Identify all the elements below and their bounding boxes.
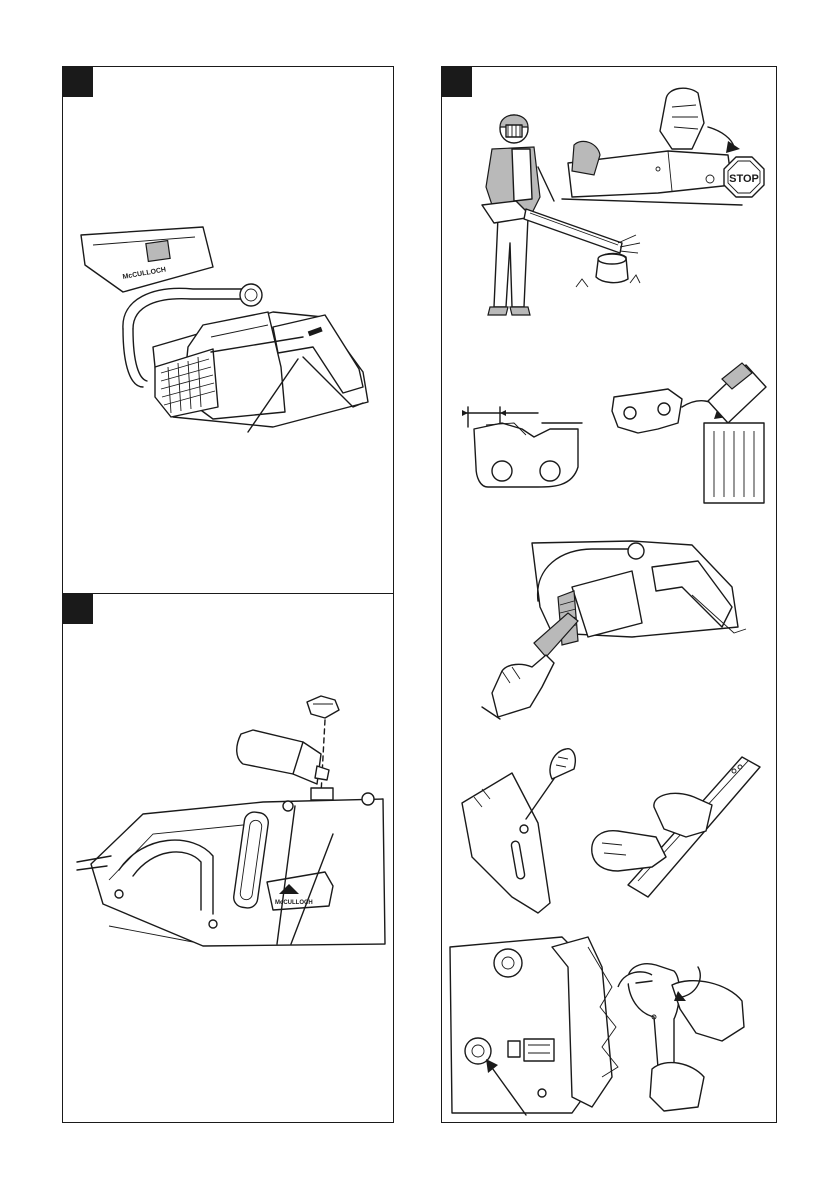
chain-brake-figure	[562, 88, 742, 205]
sprocket-nose-figure	[618, 964, 744, 1111]
cleaning-brush-figure	[482, 541, 746, 719]
chain-link-disposal	[612, 363, 766, 503]
panel-left-bottom: McCULLOCH	[62, 593, 394, 1123]
maintenance-illustrations: STOP	[442, 67, 778, 1124]
stop-sign-icon: STOP	[724, 157, 764, 197]
stop-sign-text: STOP	[729, 173, 759, 185]
chainsaw-side-illustration: McCULLOCH	[63, 67, 395, 595]
guide-bar-cleaning	[592, 757, 760, 897]
guide-bar-screwdriver	[462, 749, 575, 913]
panel-left-top: McCULLOCH	[62, 66, 394, 594]
chain-tooth-gauge	[462, 407, 582, 487]
oil-filling-illustration: McCULLOCH	[63, 594, 395, 1124]
panel-right: STOP	[441, 66, 777, 1123]
sprocket-adjust-figure	[450, 937, 618, 1115]
